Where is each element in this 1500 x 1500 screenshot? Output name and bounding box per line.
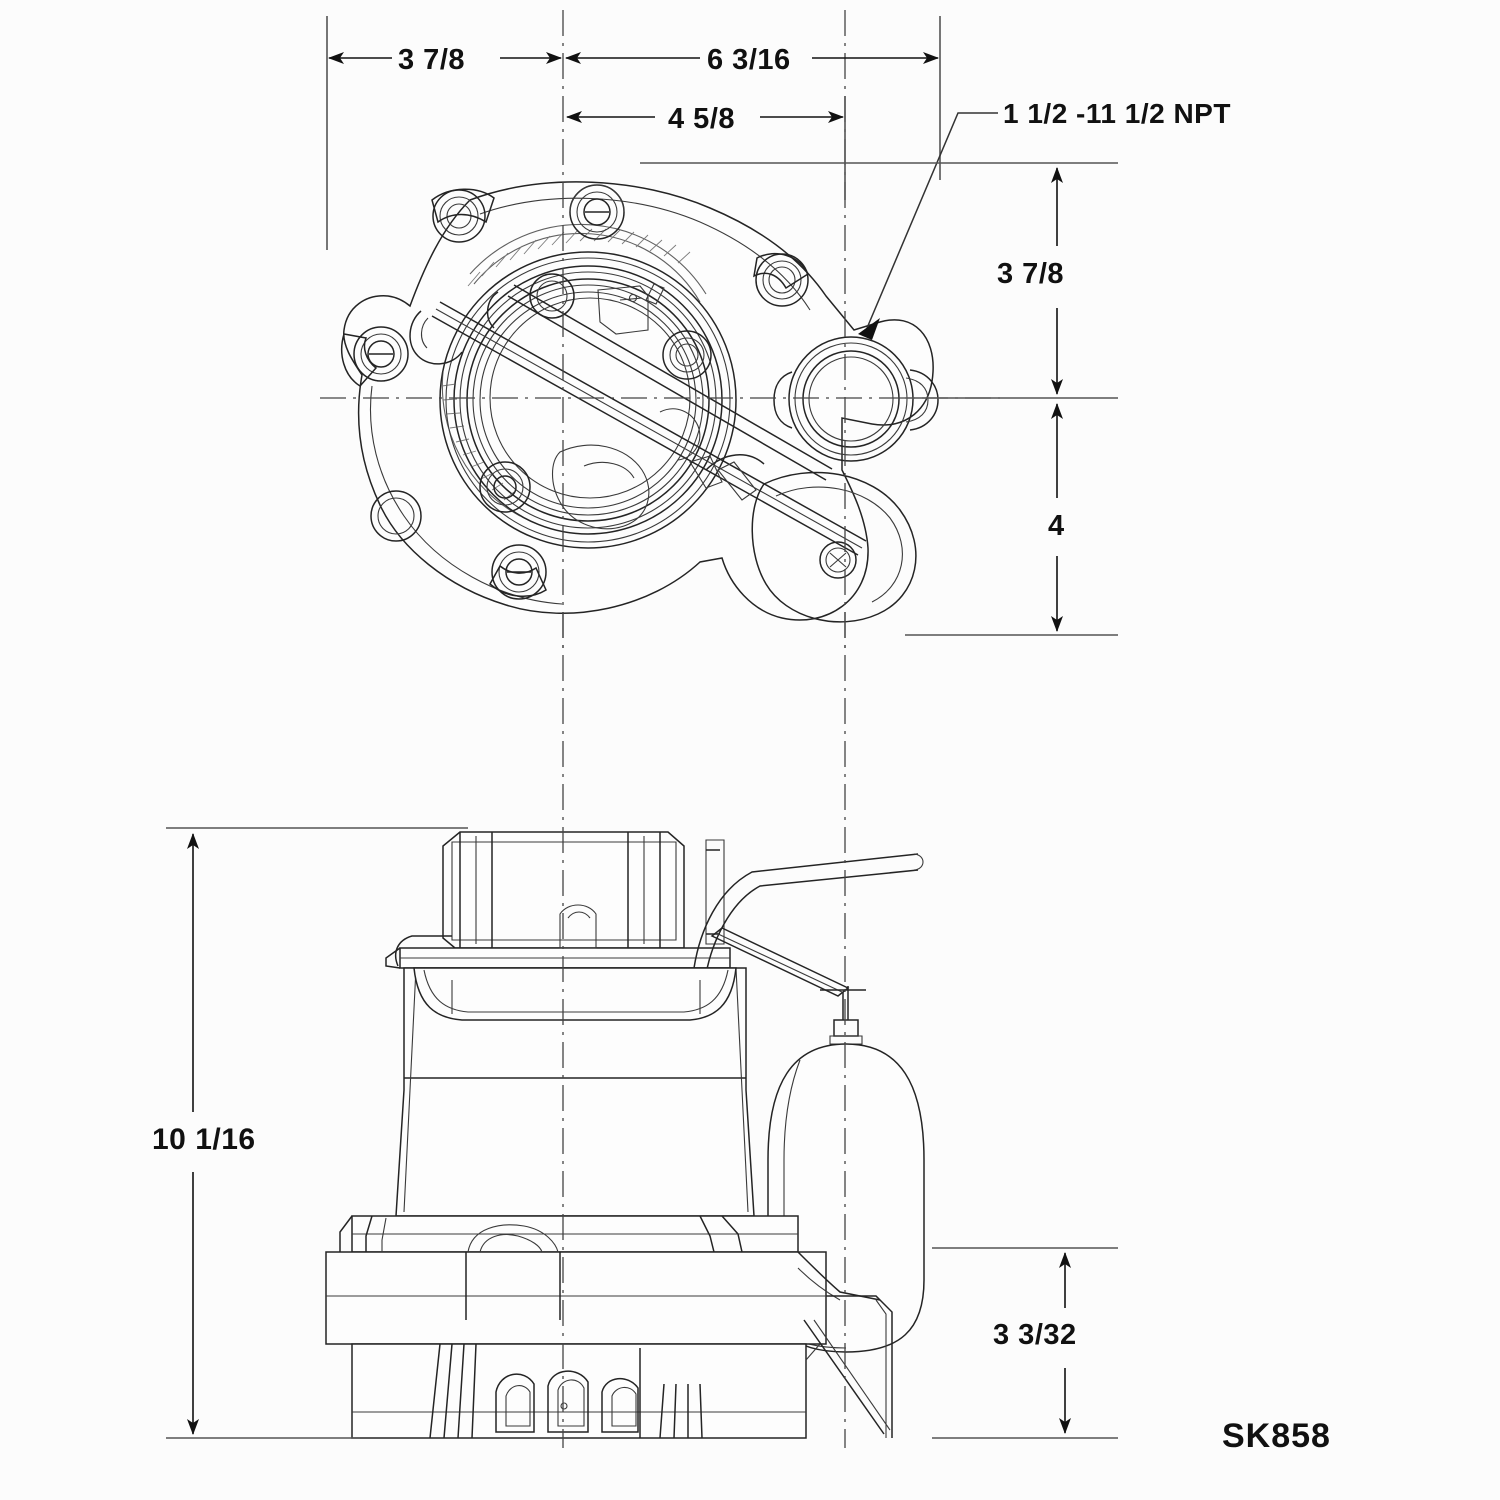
dim-label-right-upper-height: 3 7/8: [997, 258, 1064, 290]
cooling-fins-left: [429, 1343, 477, 1439]
bolt-boss: [569, 184, 625, 240]
dim-label-overall-height: 10 1/16: [152, 1123, 256, 1156]
discharge-port: [773, 336, 939, 462]
internal-details: [551, 283, 757, 530]
dim-label-top-inner-width: 4 5/8: [668, 103, 735, 135]
bolt-boss: [479, 461, 531, 513]
dim-label-top-left-width: 3 7/8: [398, 44, 465, 76]
drawing-number: SK858: [1222, 1417, 1331, 1455]
float-arm-linkage: [409, 284, 867, 556]
note-label-npt-thread: 1 1/2 -11 1/2 NPT: [1003, 98, 1231, 129]
carry-handle: [394, 853, 924, 975]
volute-base: [325, 1215, 893, 1438]
bolt-boss: [370, 490, 422, 542]
side-view-pump-elevation: [325, 10, 925, 1448]
float-ball-plan: [705, 454, 917, 623]
float-rod-bracket: [710, 927, 866, 1045]
dimension-lines: [166, 16, 1118, 1439]
top-view-pump-plan: [320, 181, 1000, 623]
cooling-fins-right: [659, 1383, 703, 1439]
motor-body: [395, 967, 755, 1217]
mounting-tabs: [340, 188, 809, 597]
bolt-boss: [529, 273, 575, 319]
pump-body-outline: [343, 181, 934, 621]
flange-bolt-bosses: [353, 184, 809, 600]
strainer-base: [351, 1343, 821, 1439]
bolt-boss: [662, 330, 712, 380]
npt-leader: [858, 112, 998, 340]
bolt-boss: [353, 326, 409, 382]
dim-label-base-height: 3 3/32: [993, 1319, 1077, 1351]
dim-label-top-right-width: 6 3/16: [707, 44, 791, 76]
rim-hatch-band: [441, 223, 707, 517]
dim-label-right-lower-height: 4: [1048, 510, 1065, 542]
